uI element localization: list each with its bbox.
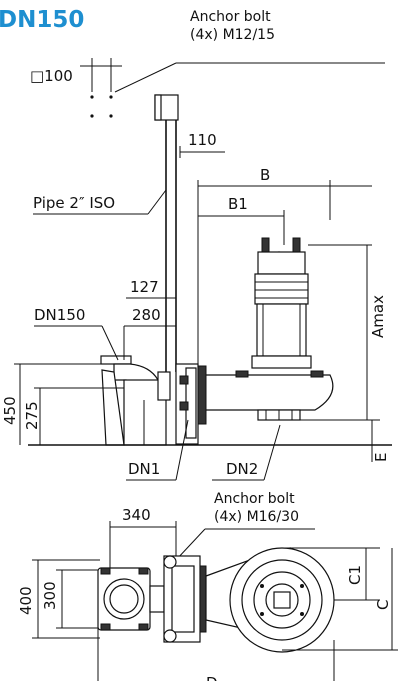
drawing-title: DN150 bbox=[0, 7, 84, 33]
anchor-bolt-bottom-leader-arrow bbox=[175, 528, 206, 561]
dn1-leader-arrow bbox=[175, 419, 189, 481]
dim-300 bbox=[56, 569, 102, 629]
dn2-label: DN2 bbox=[226, 460, 258, 478]
anchor-bolt-top-label: Anchor bolt bbox=[190, 9, 271, 25]
dim-Amax bbox=[300, 244, 380, 421]
duckfoot-base bbox=[28, 355, 392, 446]
bolt-square-dim: □100 bbox=[30, 67, 73, 85]
dim-300-label: 300 bbox=[41, 581, 59, 610]
anchor-bolt-top-spec: (4x) M12/15 bbox=[190, 27, 275, 43]
guide-pipe bbox=[154, 94, 179, 372]
dim-C-label: C bbox=[374, 600, 392, 610]
anchor-bolt-top-leader bbox=[114, 62, 385, 93]
dim-B-label: B bbox=[260, 166, 270, 184]
anchor-bolt-bottom-label: Anchor bolt bbox=[214, 491, 295, 507]
dim-B1 bbox=[198, 210, 285, 245]
dim-D bbox=[97, 600, 335, 681]
dn150-leader-arrow bbox=[101, 325, 119, 361]
dim-280-label: 280 bbox=[132, 306, 161, 324]
pump-plan-view bbox=[97, 547, 335, 653]
dim-C bbox=[282, 548, 398, 651]
dim-340-label: 340 bbox=[122, 506, 151, 524]
anchor-bolt-bottom-spec: (4x) M16/30 bbox=[214, 509, 299, 525]
dim-400 bbox=[32, 559, 100, 639]
dim-C1 bbox=[282, 547, 380, 601]
pump-side-view bbox=[204, 237, 334, 421]
dn2-leader-arrow bbox=[263, 424, 281, 481]
pipe-label: Pipe 2″ ISO bbox=[33, 194, 115, 212]
bolt-pattern bbox=[80, 58, 122, 118]
dim-B bbox=[197, 180, 372, 372]
dim-127-label: 127 bbox=[130, 278, 159, 296]
dim-450 bbox=[14, 363, 104, 445]
dim-E-label: E bbox=[372, 453, 390, 462]
dim-Amax-label: Amax bbox=[369, 295, 387, 338]
dn150-label: DN150 bbox=[34, 306, 85, 324]
dim-110 bbox=[179, 146, 225, 158]
dim-110-label: 110 bbox=[188, 131, 217, 149]
dim-C1-label: C1 bbox=[346, 565, 364, 585]
dim-275-label: 275 bbox=[23, 401, 41, 430]
dim-400-label: 400 bbox=[17, 586, 35, 615]
dim-275 bbox=[34, 387, 124, 445]
dim-D-label: D bbox=[206, 674, 218, 681]
dim-450-label: 450 bbox=[1, 396, 19, 425]
dn1-label: DN1 bbox=[128, 460, 160, 478]
pipe-leader-arrow bbox=[147, 189, 167, 215]
dim-B1-label: B1 bbox=[228, 195, 248, 213]
